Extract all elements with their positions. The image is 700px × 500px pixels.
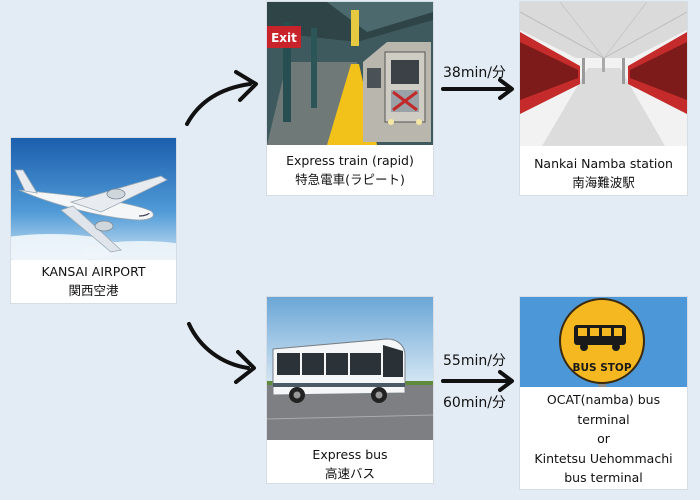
arrow-airport-to-train: [185, 82, 252, 126]
namba-label-jp: 南海難波駅: [572, 175, 635, 190]
arrow-airport-to-bus-head: [234, 350, 256, 384]
arrow-train-to-namba-head: [498, 78, 514, 100]
arrow-airport-to-bus: [187, 322, 250, 370]
bus-kintetsu-time-label: 60min/分: [443, 395, 506, 411]
or-label: or: [597, 431, 610, 446]
express-train-photo: Exit: [267, 2, 433, 145]
ocat-label-line1: OCAT(namba) bus: [546, 392, 661, 407]
namba-label-en: Nankai Namba station: [534, 156, 673, 171]
bus-terminal-card: BUS STOP OCAT(namba) bus terminal or Kin…: [520, 297, 687, 489]
exit-sign-text: Exit: [271, 31, 297, 45]
airport-label-en: KANSAI AIRPORT: [41, 264, 146, 279]
namba-station-photo: [520, 2, 687, 146]
express-train-card: Exit Express train (rapid) 特急電車(ラピート): [267, 2, 433, 195]
nankai-namba-card: Nankai Namba station 南海難波駅: [520, 2, 687, 195]
train-time-label: 38min/分: [443, 65, 506, 81]
airport-card: KANSAI AIRPORT 関西空港: [11, 138, 176, 303]
kintetsu-label-line2: bus terminal: [564, 470, 643, 485]
arrow-airport-to-train-head: [234, 70, 258, 102]
airport-label-jp: 関西空港: [68, 283, 119, 298]
bus-ocat-time-label: 55min/分: [443, 353, 506, 369]
bus-stop-sign-text: BUS STOP: [572, 362, 631, 374]
express-bus-photo: [267, 297, 433, 440]
bus-stop-photo: BUS STOP: [520, 297, 687, 387]
express-train-label-jp: 特急電車(ラピート): [295, 172, 405, 187]
express-bus-label-jp: 高速バス: [324, 466, 375, 481]
airplane-photo: [11, 138, 176, 260]
kintetsu-label-line1: Kintetsu Uehommachi: [534, 450, 673, 466]
express-bus-card: Express bus 高速バス: [267, 297, 433, 483]
ocat-label-line2: terminal: [577, 411, 630, 427]
express-train-label-en: Express train (rapid): [286, 153, 414, 168]
express-bus-label-en: Express bus: [312, 447, 388, 462]
arrow-bus-to-terminal-head: [498, 370, 514, 392]
